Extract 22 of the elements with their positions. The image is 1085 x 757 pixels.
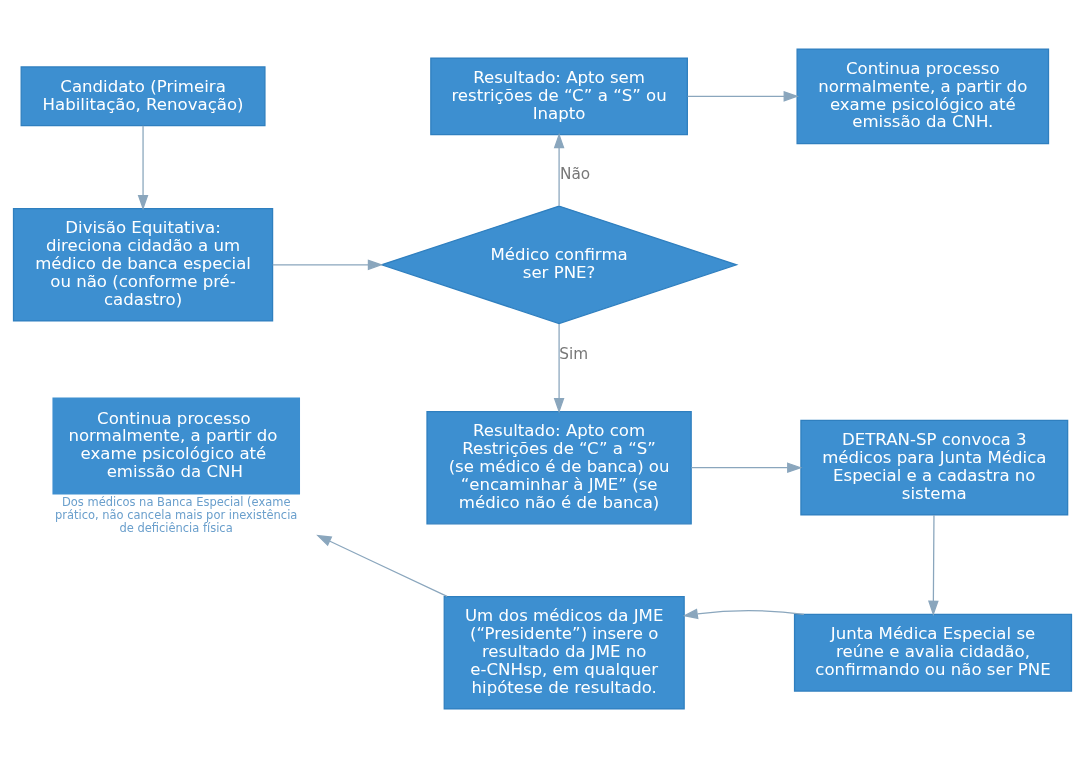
node-label: Dos médicos na Banca Especial (exame prático, não cancela mais por inexistência de deficiência física	[55, 494, 298, 535]
node-box: Continua processo normalmente, a partir do exame psicológico até emissão da CNH.	[796, 47, 1050, 144]
node-box: Junta Médica Especial se reúne e avalia cidadão, confirmando ou não ser PNE	[793, 613, 1073, 692]
node-box: Continua processo normalmente, a partir do exame psicológico até emissão da CNH	[52, 397, 300, 494]
node-box: Um dos médicos da JME (“Presidente”) insere o resultado da JME no e-CNHsp, em qualquer hipótese de resultado.	[443, 595, 685, 710]
node-diamond: Médico confirma ser PNE?	[379, 204, 739, 324]
edge-label: Sim	[559, 344, 589, 363]
arrow	[316, 534, 448, 597]
arrow	[137, 124, 149, 210]
arrow	[687, 90, 799, 102]
node-box: Candidato (Primeira Habilitação, Renovação)	[20, 65, 266, 126]
arrow	[928, 513, 939, 616]
edge-label: Não	[559, 164, 591, 183]
arrow	[690, 461, 803, 473]
node-box: DETRAN-SP convoca 3 médicos para Junta Médica Especial e a cadastra no sistema	[800, 419, 1069, 516]
arrow	[682, 608, 805, 619]
arrow	[272, 258, 384, 270]
node-box: Divisão Equitativa: direciona cidadão a um médico de banca especial ou não (conforme pré-cadastro)	[12, 207, 274, 322]
arrow	[553, 132, 565, 206]
node-box: Resultado: Apto com Restrições de “C” a “S” (se médico é de banca) ou “encaminhar à JME” (se médico não é de banca)	[426, 410, 692, 524]
arrow	[553, 322, 565, 413]
node-box: Resultado: Apto sem restrições de “C” a “S” ou Inapto	[430, 56, 688, 135]
